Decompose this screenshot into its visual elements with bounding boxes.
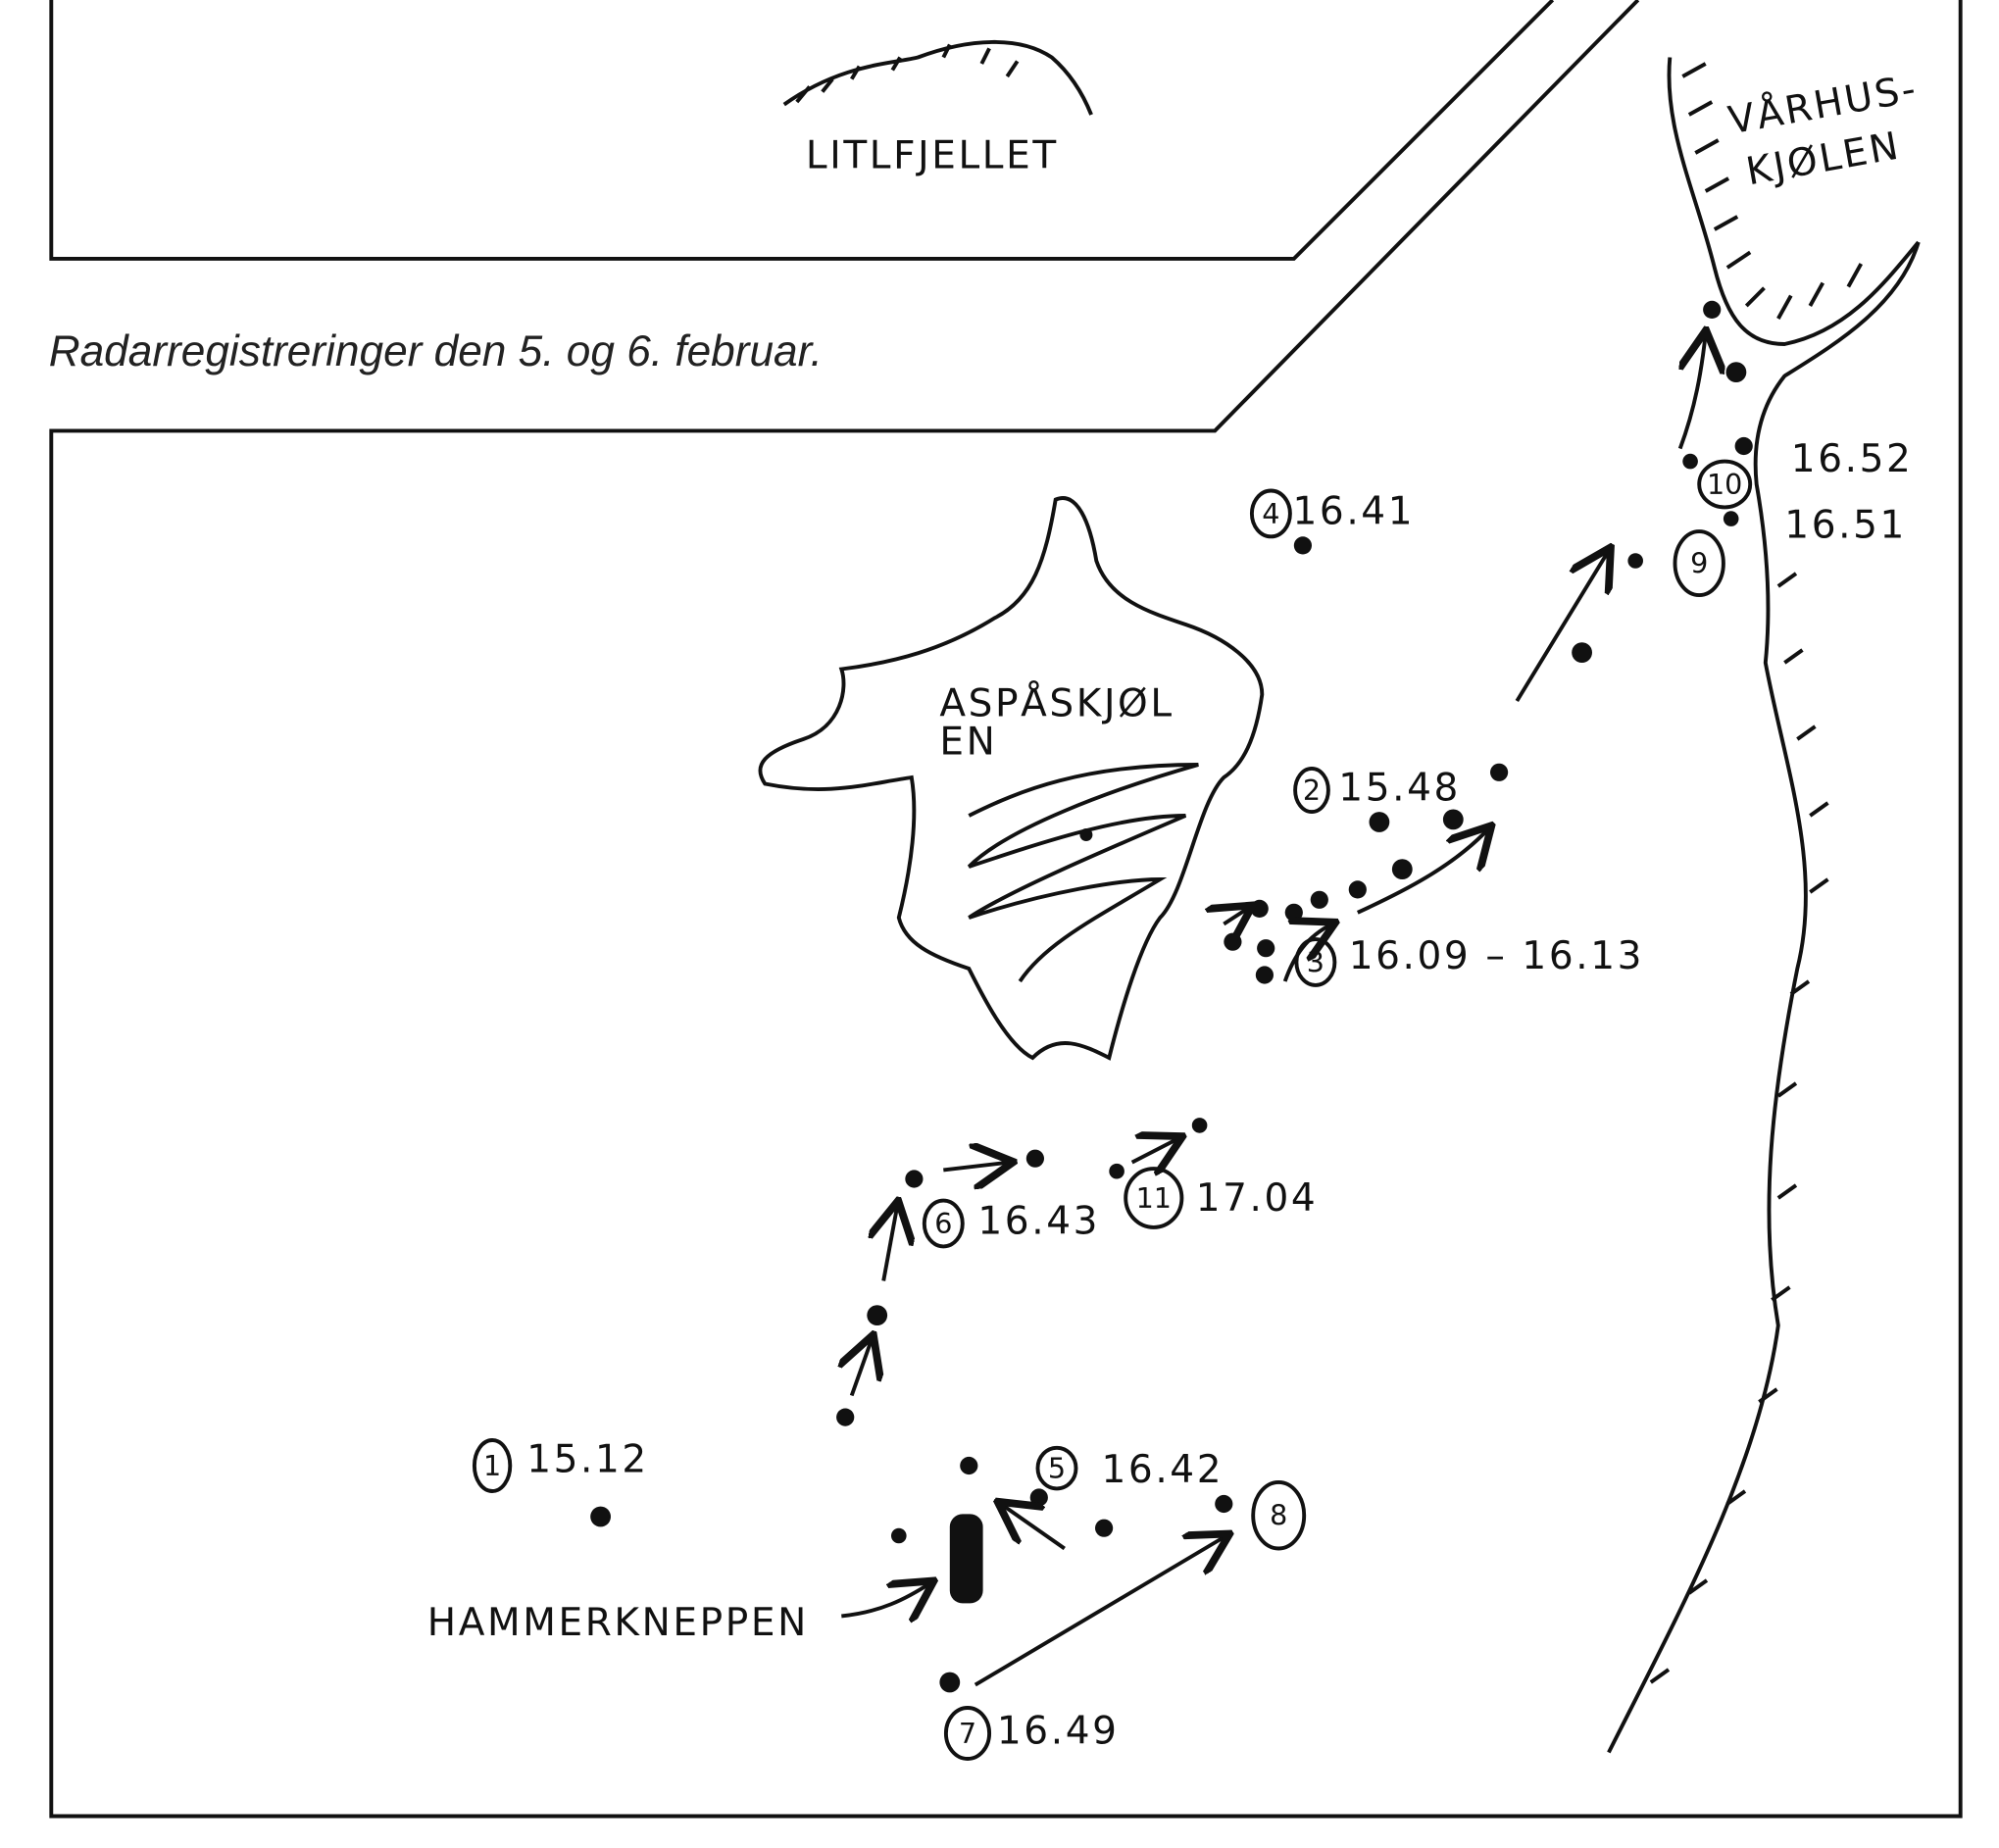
echo-dot xyxy=(1627,553,1643,569)
svg-text:16.41: 16.41 xyxy=(1293,489,1416,533)
svg-text:17.04: 17.04 xyxy=(1196,1176,1319,1221)
svg-text:16.49: 16.49 xyxy=(997,1709,1120,1753)
svg-text:16.09 – 16.13: 16.09 – 16.13 xyxy=(1349,934,1644,978)
echo-dot xyxy=(1284,903,1303,922)
label-litlfjellet: LITLFJELLET xyxy=(806,134,1059,178)
echo-dot xyxy=(1191,1118,1208,1133)
observation-11: 11 17.04 xyxy=(1124,1167,1319,1229)
echo-dot xyxy=(867,1305,888,1325)
mountain-aspaskjolen: ASPÅSKJØL EN xyxy=(758,496,1265,1061)
label-aspaskjolen-2: EN xyxy=(939,721,997,765)
echo-dot xyxy=(1703,300,1722,319)
echo-dot xyxy=(1293,536,1312,555)
echo-dot xyxy=(590,1506,611,1527)
svg-text:16.52: 16.52 xyxy=(1791,437,1914,481)
svg-text:10: 10 xyxy=(1707,468,1742,501)
svg-text:1: 1 xyxy=(483,1449,501,1482)
track-arrows xyxy=(852,334,1706,1687)
svg-text:15.48: 15.48 xyxy=(1338,766,1461,810)
echo-dot xyxy=(1442,809,1464,830)
svg-text:7: 7 xyxy=(959,1717,976,1750)
observation-3: 3 16.09 – 16.13 xyxy=(1294,934,1644,987)
echo-dot xyxy=(1348,880,1367,899)
echo-dot xyxy=(1682,453,1698,470)
svg-text:5: 5 xyxy=(1048,1452,1066,1485)
echo-dot xyxy=(1725,362,1747,382)
observation-2: 2 15.48 xyxy=(1293,766,1461,815)
echo-dot xyxy=(1255,966,1274,984)
echo-dot xyxy=(960,1456,978,1475)
echo-dot xyxy=(1025,1149,1044,1168)
svg-text:16.43: 16.43 xyxy=(977,1199,1100,1243)
observation-8: 8 xyxy=(1251,1479,1307,1551)
label-hammerkneppen: HAMMERKNEPPEN xyxy=(427,1601,809,1645)
svg-text:11: 11 xyxy=(1136,1181,1172,1215)
echo-dot xyxy=(1029,1488,1048,1507)
echo-dot xyxy=(836,1408,855,1426)
echo-dot xyxy=(1572,642,1592,663)
echo-dot xyxy=(1391,859,1413,879)
echo-dot xyxy=(1310,890,1328,909)
svg-text:2: 2 xyxy=(1303,774,1321,807)
label-aspaskjolen-1: ASPÅSKJØL xyxy=(939,680,1174,726)
top-frame xyxy=(49,0,1555,261)
echo-dot xyxy=(1250,899,1269,918)
observation-7: 7 16.49 xyxy=(943,1706,1120,1761)
svg-text:8: 8 xyxy=(1270,1499,1287,1532)
echo-dot xyxy=(1723,511,1739,526)
echo-dot xyxy=(905,1170,924,1188)
svg-text:15.12: 15.12 xyxy=(526,1438,649,1482)
echo-dot xyxy=(1257,939,1275,958)
svg-text:9: 9 xyxy=(1690,547,1708,580)
ridge-varhuskjolen: VÅRHUS- KJØLEN xyxy=(1607,57,1922,1754)
echo-dot xyxy=(1109,1163,1124,1179)
observation-5: 5 16.42 xyxy=(1035,1445,1224,1492)
observation-6: 6 16.43 xyxy=(922,1198,1100,1249)
svg-text:3: 3 xyxy=(1307,945,1324,978)
hammerkneppen: HAMMERKNEPPEN xyxy=(427,1514,983,1645)
observation-9: 9 16.51 xyxy=(1673,504,1907,598)
map-caption: Radarregistreringer den 5. og 6. februar… xyxy=(49,327,823,375)
echo-dot xyxy=(939,1672,961,1693)
echo-dot xyxy=(1215,1494,1233,1514)
svg-text:16.51: 16.51 xyxy=(1784,504,1907,548)
observation-4: 4 16.41 xyxy=(1249,488,1416,539)
echo-dot xyxy=(1224,932,1242,951)
observation-1: 1 15.12 xyxy=(472,1438,649,1493)
echo-dot xyxy=(1490,763,1509,781)
svg-text:6: 6 xyxy=(934,1207,952,1240)
svg-text:16.42: 16.42 xyxy=(1102,1448,1224,1492)
echo-dot xyxy=(1095,1519,1114,1537)
echo-dot xyxy=(1734,436,1753,456)
observation-10: 10 16.52 xyxy=(1697,437,1914,510)
echo-dot xyxy=(1369,812,1390,832)
echo-dot xyxy=(891,1527,907,1544)
mountain-litlfjellet: LITLFJELLET xyxy=(782,39,1093,178)
svg-text:4: 4 xyxy=(1262,497,1279,530)
main-frame xyxy=(49,0,1963,1819)
